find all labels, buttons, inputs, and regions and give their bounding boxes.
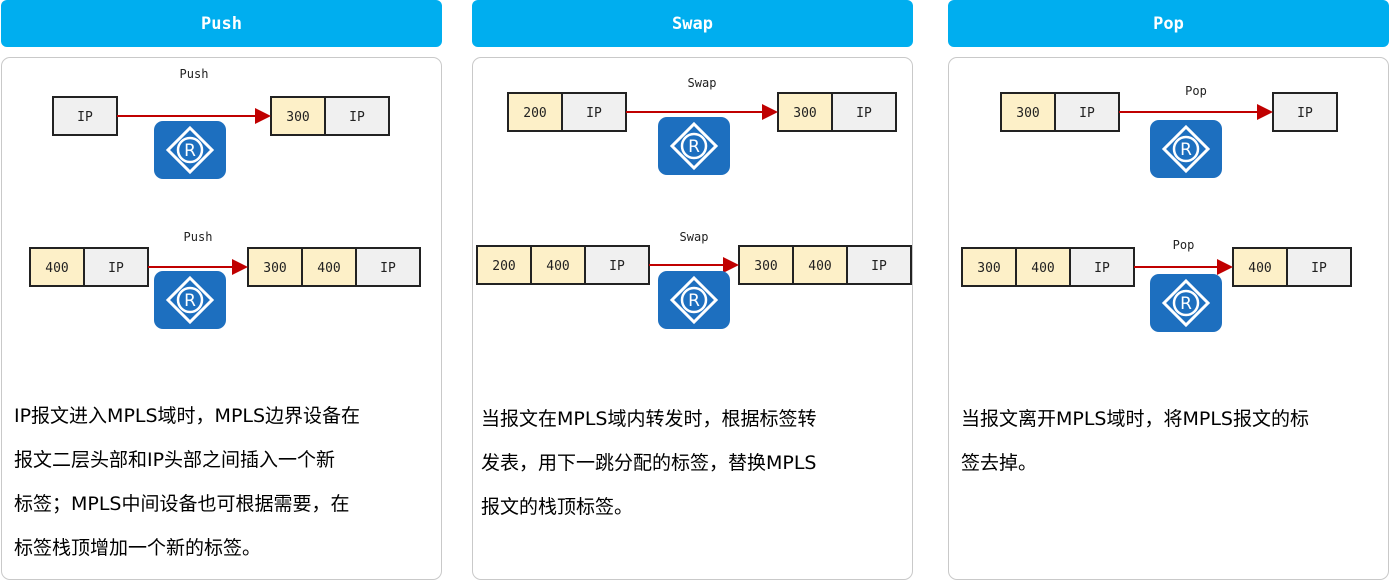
swap-row-2-before-cell xyxy=(476,245,532,285)
push-row-2-after-cell-label: 400 xyxy=(317,261,340,276)
pop-row-2-after-cell-label: IP xyxy=(1311,261,1327,276)
desc-swap: 当报文在MPLS域内转发时，根据标签转 发表，用下一跳分配的标签，替换MPLS … xyxy=(481,397,817,529)
swap-row-2-router-icon xyxy=(658,271,730,329)
push-row-2-after-cell xyxy=(355,247,421,287)
pop-row-2-before-cell xyxy=(1015,247,1071,287)
push-row-1-after-cell-label: IP xyxy=(349,110,365,125)
desc-push: IP报文进入MPLS域时，MPLS边界设备在 报文二层头部和IP头部之间插入一个… xyxy=(14,394,360,570)
pop-row-1-router-icon xyxy=(1150,120,1222,178)
desc-swap-line-1: 当报文在MPLS域内转发时，根据标签转 xyxy=(481,408,817,430)
desc-push-line-2: 报文二层头部和IP头部之间插入一个新 xyxy=(14,449,336,471)
swap-row-1-router-icon-letter: R xyxy=(688,137,700,157)
push-row-1-router-icon-diamond xyxy=(165,125,215,175)
swap-row-2-before-cell-label: 200 xyxy=(492,259,515,274)
swap-row-2-router-icon-diamond xyxy=(669,275,719,325)
pop-row-1-before-cell xyxy=(1000,92,1056,132)
swap-row-2-router-icon-letter: R xyxy=(688,291,700,311)
pop-row-2-before-cell-label: 400 xyxy=(1031,261,1054,276)
swap-row-1-before-cell xyxy=(507,92,563,132)
desc-push-line-3: 标签；MPLS中间设备也可根据需要，在 xyxy=(14,493,350,515)
swap-row-1-after-cell xyxy=(777,92,833,132)
swap-row-2-router-icon-ring xyxy=(680,286,708,314)
pop-row-2-before-cell-label: IP xyxy=(1094,261,1110,276)
header-swap-title: Swap xyxy=(672,13,713,34)
swap-row-2-after-cell-label: 400 xyxy=(808,259,831,274)
pop-row-1-router-icon-ring xyxy=(1172,135,1200,163)
desc-pop: 当报文离开MPLS域时，将MPLS报文的标 签去掉。 xyxy=(961,397,1309,485)
desc-push-line-4: 标签栈顶增加一个新的标签。 xyxy=(14,537,262,559)
swap-row-1-router-icon-ring xyxy=(680,132,708,160)
pop-row-2-before-cell-label: 300 xyxy=(977,261,1000,276)
swap-row-2-before-cell xyxy=(584,245,650,285)
desc-swap-line-2: 发表，用下一跳分配的标签，替换MPLS xyxy=(481,452,817,474)
push-row-2-router-icon-ring xyxy=(176,286,204,314)
pop-row-2-before-cell xyxy=(961,247,1017,287)
push-row-1-router-icon xyxy=(154,121,226,179)
push-row-2-after-cell-label: 300 xyxy=(263,261,286,276)
pop-row-1-after-cell-label: IP xyxy=(1297,106,1313,121)
swap-row-1-after-cell-label: IP xyxy=(856,106,872,121)
push-row-1-after-cell xyxy=(324,96,390,136)
swap-row-1-before-cell-label: IP xyxy=(586,106,602,121)
push-row-2-router-icon-diamond xyxy=(165,275,215,325)
swap-row-2-after-cell-label: IP xyxy=(871,259,887,274)
header-pop: Pop xyxy=(948,0,1389,47)
push-row-2-before-cell-label: 400 xyxy=(45,261,68,276)
pop-row-1-router-icon-diamond xyxy=(1161,124,1211,174)
swap-row-2-before-cell xyxy=(530,245,586,285)
swap-row-2-after-cell xyxy=(738,245,794,285)
pop-row-2-router-icon xyxy=(1150,274,1222,332)
desc-swap-line-3: 报文的栈顶标签。 xyxy=(481,496,634,518)
swap-row-2-after-cell xyxy=(846,245,912,285)
push-row-1-router-icon-ring xyxy=(176,136,204,164)
push-row-2-before-cell xyxy=(29,247,85,287)
push-row-1-op-label: Push xyxy=(180,67,209,81)
push-row-2-before-cell-label: IP xyxy=(108,261,124,276)
pop-row-1-before-cell-label: IP xyxy=(1079,106,1095,121)
swap-row-1-router-icon xyxy=(658,117,730,175)
pop-row-2-after-cell xyxy=(1232,247,1288,287)
desc-push-line-1: IP报文进入MPLS域时，MPLS边界设备在 xyxy=(14,405,361,427)
pop-row-1-before-cell-label: 300 xyxy=(1016,106,1039,121)
pop-row-2-after-cell-label: 400 xyxy=(1248,261,1271,276)
desc-pop-line-2: 签去掉。 xyxy=(961,452,1038,474)
swap-row-1-router-icon-diamond xyxy=(669,121,719,171)
push-row-2-after-cell-label: IP xyxy=(380,261,396,276)
swap-row-1-op-label: Swap xyxy=(688,76,717,90)
swap-row-2-before-cell-label: IP xyxy=(609,259,625,274)
push-row-2-op-label: Push xyxy=(184,230,213,244)
push-row-1-after-cell-label: 300 xyxy=(286,110,309,125)
pop-row-2-before-cell xyxy=(1069,247,1135,287)
header-pop-title: Pop xyxy=(1153,13,1184,34)
pop-row-2-router-icon-diamond xyxy=(1161,278,1211,328)
header-swap: Swap xyxy=(472,0,913,47)
swap-row-2-before-cell-label: 400 xyxy=(546,259,569,274)
push-row-2-router-icon xyxy=(154,271,226,329)
desc-pop-line-1: 当报文离开MPLS域时，将MPLS报文的标 xyxy=(961,408,1309,430)
swap-row-1-before-cell xyxy=(561,92,627,132)
pop-row-2-op-label: Pop xyxy=(1173,238,1195,252)
pop-row-1-router-icon-letter: R xyxy=(1180,140,1192,160)
push-row-2-before-cell xyxy=(83,247,149,287)
swap-row-1-after-cell-label: 300 xyxy=(793,106,816,121)
pop-row-1-op-label: Pop xyxy=(1185,84,1207,98)
pop-row-2-after-cell xyxy=(1286,247,1352,287)
header-push: Push xyxy=(1,0,442,47)
push-row-2-router-icon-letter: R xyxy=(184,291,196,311)
push-row-1-router-icon-letter: R xyxy=(184,141,196,161)
push-row-2-after-cell xyxy=(301,247,357,287)
pop-row-2-router-icon-ring xyxy=(1172,289,1200,317)
pop-row-1-after-cell xyxy=(1272,92,1338,132)
header-push-title: Push xyxy=(201,13,242,34)
push-row-1-before-cell-label: IP xyxy=(77,110,93,125)
swap-row-1-before-cell-label: 200 xyxy=(523,106,546,121)
swap-row-1-after-cell xyxy=(831,92,897,132)
swap-row-2-after-cell-label: 300 xyxy=(754,259,777,274)
pop-row-2-router-icon-letter: R xyxy=(1180,294,1192,314)
swap-row-2-op-label: Swap xyxy=(680,230,709,244)
